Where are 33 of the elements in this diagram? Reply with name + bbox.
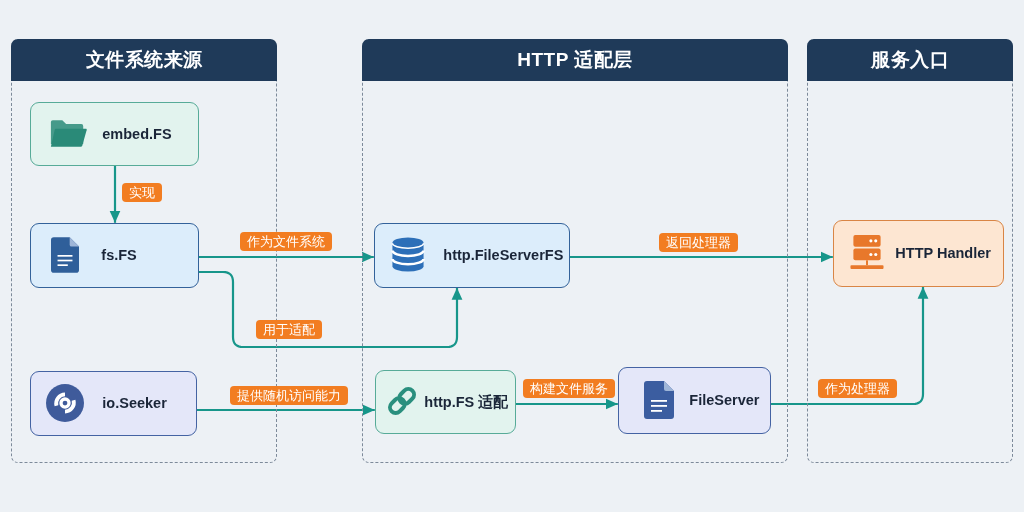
panel-heading: 服务入口 <box>807 39 1013 81</box>
process-box <box>832 219 1004 287</box>
node-label: FileServer <box>689 392 760 409</box>
process-box <box>29 222 199 288</box>
arrow <box>569 251 833 263</box>
group-panel <box>362 39 788 463</box>
edge-label: 构建文件服务 <box>523 379 615 398</box>
edge-label: 提供随机访问能力 <box>230 386 348 405</box>
process-box <box>29 370 197 436</box>
edge-label: 实现 <box>122 183 162 202</box>
edge-label: 作为文件系统 <box>240 232 332 251</box>
edge-label: 返回处理器 <box>659 233 738 252</box>
edge-label: 用于适配 <box>256 320 322 339</box>
panel-heading: HTTP 适配层 <box>362 39 788 81</box>
arrow <box>196 404 375 416</box>
arrow <box>770 286 929 406</box>
group-panel <box>807 39 1013 463</box>
edge-label: 作为处理器 <box>818 379 897 398</box>
process-box <box>374 369 516 434</box>
arrow <box>198 270 463 349</box>
arrow <box>109 165 121 223</box>
process-box <box>617 366 771 434</box>
arrow <box>515 398 618 410</box>
node-label: io.Seeker <box>102 395 167 412</box>
node-label: http.FileServerFS <box>443 247 564 264</box>
process-box <box>373 222 570 288</box>
process-box <box>29 101 199 166</box>
node-label: fs.FS <box>101 247 137 264</box>
arrow <box>198 251 374 263</box>
node-label: http.FS 适配 <box>424 392 509 412</box>
node-label: embed.FS <box>102 125 172 142</box>
node-label: HTTP Handler <box>895 245 991 262</box>
panel-heading: 文件系统来源 <box>11 39 277 81</box>
